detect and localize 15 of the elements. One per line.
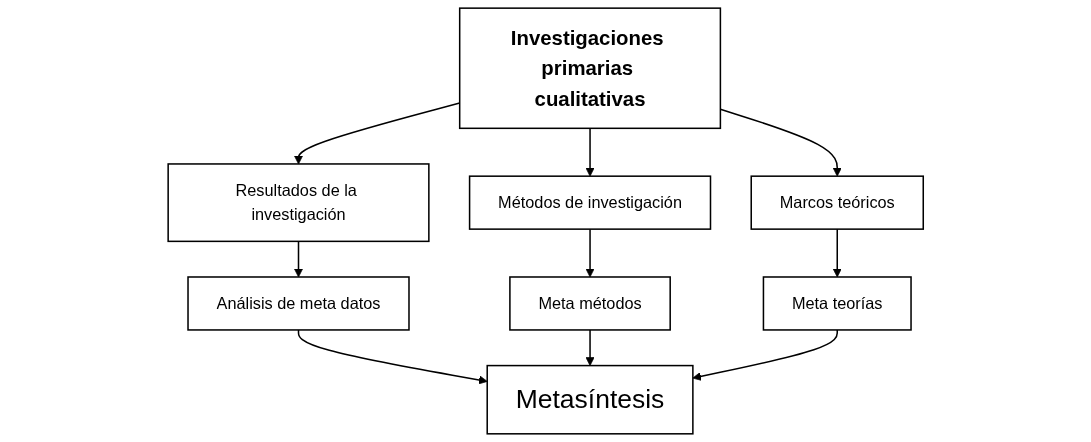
arrow bbox=[585, 127, 595, 177]
node-box: Análisis de meta datos bbox=[187, 276, 410, 331]
arrow bbox=[832, 228, 842, 278]
arrow bbox=[297, 329, 488, 385]
node-box: Resultados de la investigación bbox=[167, 163, 430, 243]
arrow bbox=[293, 240, 303, 278]
node-box: Metasíntesis bbox=[486, 364, 694, 435]
node-box: Meta teorías bbox=[762, 276, 912, 331]
arrow bbox=[585, 329, 595, 366]
arrow bbox=[692, 329, 838, 381]
arrow bbox=[585, 228, 595, 278]
node-box: Métodos de investigación bbox=[468, 175, 712, 230]
node-box: Investigaciones primarias cualitativas bbox=[458, 7, 721, 130]
node-box: Marcos teóricos bbox=[750, 175, 924, 230]
node-box: Meta métodos bbox=[508, 276, 671, 331]
